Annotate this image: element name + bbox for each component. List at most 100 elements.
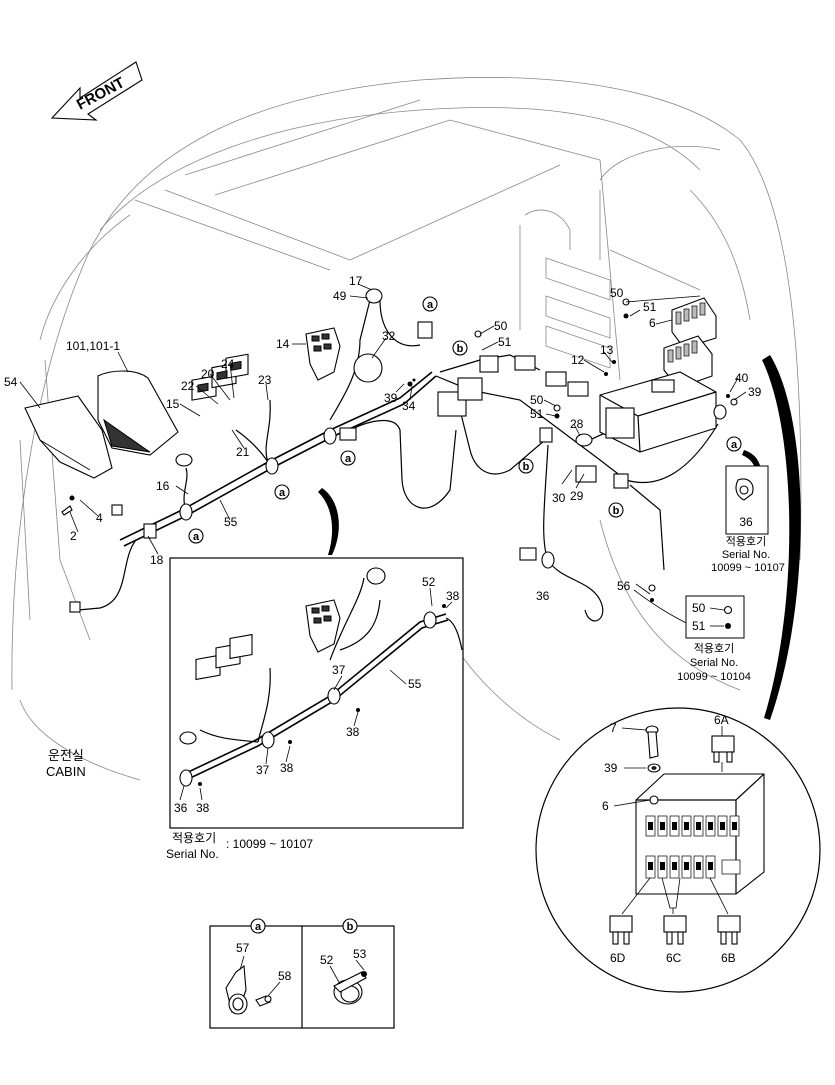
callout-30: 30 [552,491,566,505]
cabin-label: 운전실 CABIN [46,748,86,779]
ref-a-4: a [188,528,204,544]
fuse-callout-6: 6 [602,799,609,813]
inset-callout-37: 37 [332,663,346,677]
switch-panel [175,353,249,467]
callout-6: 6 [649,316,656,330]
fuse-callout-6C: 6C [666,951,682,965]
callout-18: 18 [150,553,164,567]
clip-a: a 57 58 [225,918,292,1015]
leader-lines [19,283,747,631]
svg-text:a: a [731,439,738,451]
clip-legend: a 57 58 b 52 53 [209,918,395,1029]
inset-callout-37b: 37 [256,763,270,777]
pointer-swoosh-left [318,488,339,555]
ref-b-3: b [608,502,624,518]
svg-text:10099 ~ 10107: 10099 ~ 10107 [711,562,785,574]
svg-text:Serial No.: Serial No. [690,657,738,669]
inset-caption: 적용호기 Serial No. : 10099 ~ 10107 [166,831,313,861]
callout-14: 14 [276,337,290,351]
callout-labels: 101,101-1 54 2 4 15 16 18 22 20 24 23 21… [4,274,762,603]
fuse-callout-7: 7 [610,721,617,735]
svg-text:a: a [279,487,286,499]
svg-text:운전실: 운전실 [48,748,84,763]
svg-text:b: b [613,505,620,517]
clip-a-callout-57: 57 [236,941,250,955]
callout-2: 2 [70,529,77,543]
callout-40: 40 [735,371,749,385]
callout-13: 13 [600,343,614,357]
svg-text:a: a [427,299,434,311]
callout-54: 54 [4,375,18,389]
callout-51: 51 [498,335,512,349]
main-harness [69,299,719,622]
fuse-callout-6B: 6B [721,951,736,965]
svg-text:적용호기: 적용호기 [172,831,216,845]
inset-callout-38c: 38 [280,761,294,775]
callout-22: 22 [181,379,195,393]
svg-text:51: 51 [692,619,706,633]
detail-inset: 52 38 55 37 38 37 38 36 38 [169,557,464,829]
fuse-box-detail: 7 39 6 6A 6D 6C 6B [535,707,821,993]
front-arrow-icon: FRONT [50,61,143,121]
cabin-outline [11,77,802,781]
fuse-callout-6D: 6D [610,951,626,965]
inset-callout-55: 55 [408,677,422,691]
callout-55: 55 [224,515,238,529]
inset-callout-36: 36 [174,801,188,815]
inset-callout-38d: 38 [196,801,210,815]
callout-24: 24 [221,357,235,371]
callout-101: 101,101-1 [66,339,120,353]
callout-39b: 39 [748,385,762,399]
svg-text:10099 ~ 10104: 10099 ~ 10104 [677,671,751,683]
callout-16: 16 [156,479,170,493]
svg-text:a: a [193,531,200,543]
clip-b: b 52 53 [320,918,367,1005]
inset-callout-38: 38 [446,589,460,603]
callout-21: 21 [236,445,250,459]
callout-12: 12 [571,353,585,367]
svg-text:: 10099 ~ 10107: : 10099 ~ 10107 [226,837,313,851]
clip-b-callout-53: 53 [353,947,367,961]
fuse-relay-cluster [437,257,727,483]
callout-56: 56 [617,579,631,593]
callout-23: 23 [258,373,272,387]
svg-text:적용호기: 적용호기 [726,535,766,548]
callout-49: 49 [333,289,347,303]
svg-text:b: b [347,921,354,933]
callout-50b: 50 [530,393,544,407]
fuse-callout-39: 39 [604,761,618,775]
svg-text:b: b [523,461,530,473]
callout-50: 50 [494,319,508,333]
callout-4: 4 [96,511,103,525]
ref-a-3: a [274,484,290,500]
ref-a-1: a [422,296,438,312]
svg-text:적용호기: 적용호기 [694,642,734,655]
clip-a-callout-58: 58 [278,969,292,983]
clip-b-callout-52: 52 [320,953,334,967]
callout-39: 39 [384,391,398,405]
svg-text:a: a [345,453,352,465]
bolt-markers [61,298,738,602]
ref-a-5: a [726,436,742,452]
callout-28: 28 [570,417,584,431]
svg-text:Serial No.: Serial No. [722,549,770,561]
callout-20: 20 [201,367,215,381]
callout-29: 29 [570,489,584,503]
components-upper [305,288,383,383]
fuse-callout-6A: 6A [714,713,729,727]
callout-51-top: 51 [643,300,657,314]
svg-text:a: a [255,921,262,933]
side-console [24,370,179,479]
ref-a-2: a [340,450,356,466]
svg-text:CABIN: CABIN [46,764,86,779]
circled-refs: a a a a a b b b [188,296,742,544]
pointer-swoosh-right [762,355,801,720]
callout-36: 36 [536,589,550,603]
callout-34: 34 [402,399,416,413]
callout-50-top: 50 [610,286,624,300]
svg-text:50: 50 [692,601,706,615]
svg-text:b: b [457,343,464,355]
inset-callout-38b: 38 [346,725,360,739]
inset-callout-52: 52 [422,575,436,589]
